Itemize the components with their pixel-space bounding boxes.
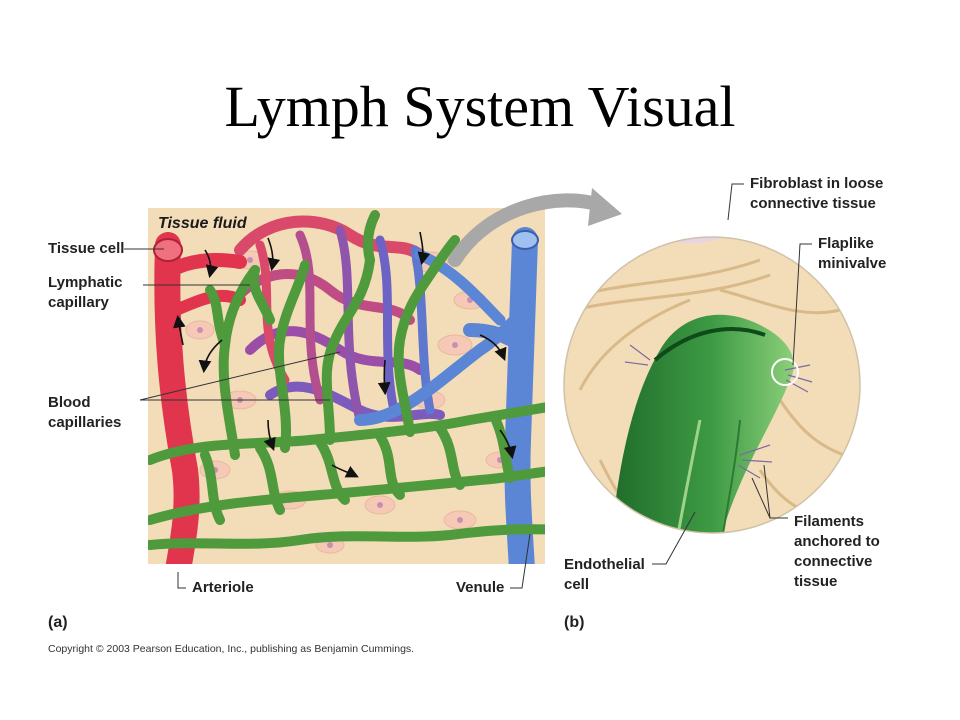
label-filaments: Filaments anchored to connective tissue <box>794 513 880 590</box>
label-arteriole: Arteriole <box>192 579 254 596</box>
label-tissue-fluid: Tissue fluid <box>158 215 247 232</box>
slide-title: Lymph System Visual <box>224 74 736 139</box>
label-blood-capillaries: Blood capillaries <box>48 394 122 431</box>
label-venule: Venule <box>456 579 505 596</box>
venule-vessel <box>504 227 538 564</box>
anchoring-filaments <box>624 344 813 479</box>
copyright-notice: Copyright © 2003 Pearson Education, Inc.… <box>48 643 415 655</box>
magnify-arrow <box>448 193 607 267</box>
lymphatic-network <box>148 210 545 550</box>
label-lymphatic-capillary: Lymphatic capillary <box>48 274 123 311</box>
label-panel-a: (a) <box>48 614 68 631</box>
leader-lines-a <box>124 248 531 589</box>
label-fibroblast: Fibroblast in loose connective tissue <box>750 175 884 212</box>
label-tissue-cell: Tissue cell <box>48 240 125 257</box>
label-panel-b: (b) <box>564 614 585 631</box>
label-endothelial-cell: Endothelial cell <box>564 556 645 593</box>
panel-a-illustration <box>148 208 545 564</box>
leader-lines-b <box>652 183 812 565</box>
label-flaplike-minivalve: Flaplike minivalve <box>818 235 887 272</box>
minivalve-highlight <box>771 358 799 386</box>
flow-arrows <box>173 231 517 478</box>
